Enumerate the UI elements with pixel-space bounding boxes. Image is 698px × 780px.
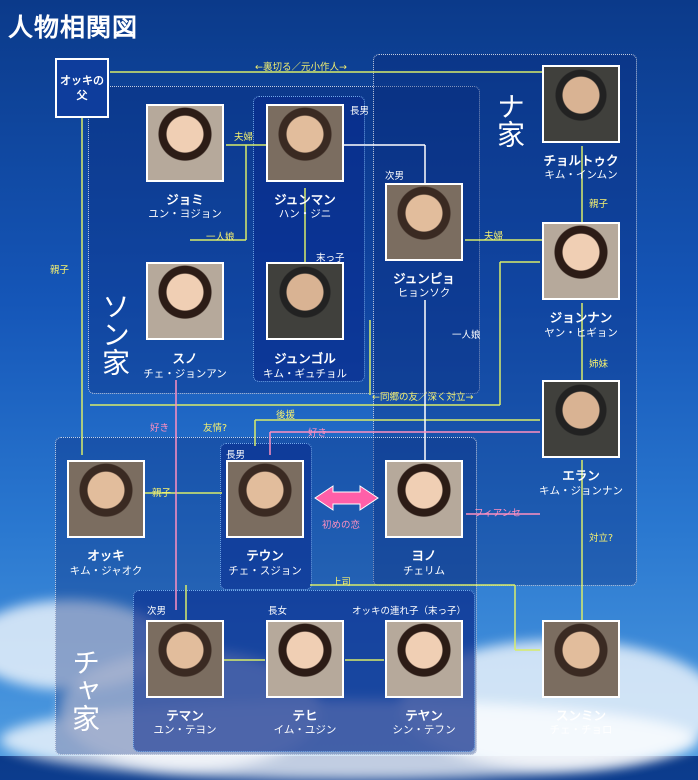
tehi-name: テヒ [292, 708, 318, 723]
jungol-actor: キム・ギュチョル [263, 368, 347, 380]
junman-name: ジュンマン [274, 192, 336, 207]
rel-couple1: 夫婦 [234, 132, 254, 143]
teun-name: テウン [246, 548, 284, 563]
yono-name: ヨノ [411, 548, 437, 563]
teyan-actor: シン・テフン [392, 724, 456, 736]
teun-photo[interactable] [226, 460, 304, 538]
teman-photo[interactable] [146, 620, 224, 698]
suno-photo[interactable] [146, 262, 224, 340]
eran-photo[interactable] [542, 380, 620, 458]
rel-sisters: 姉妹 [589, 359, 609, 370]
junman-photo[interactable] [266, 104, 344, 182]
rel-eldest-son2: 長男 [226, 450, 246, 461]
sunmin-actor: チェ・チョロ [549, 724, 613, 736]
yono-actor: チェリム [403, 565, 445, 577]
jonnan-name: ジョンナン [549, 310, 613, 325]
okki-father-box: オッキの父 [55, 58, 109, 118]
sunmin-name: スンミン [555, 708, 606, 723]
jomi-name: ジョミ [166, 192, 204, 207]
rel-hometown: ←同郷の友／深く対立→ [372, 392, 474, 403]
teman-name: テマン [166, 708, 204, 723]
okki-name: オッキ [87, 548, 125, 563]
rel-love1: 好き [150, 423, 170, 434]
rel-youngest-son: 末っ子 [316, 253, 345, 264]
yono-photo[interactable] [385, 460, 463, 538]
eran-actor: キム・ジョンナン [539, 485, 623, 497]
teman-actor: ユン・テヨン [153, 724, 217, 736]
rel-second-son2: 次男 [147, 606, 167, 617]
teyan-name: テヤン [405, 708, 443, 723]
sunmin-photo[interactable] [542, 620, 620, 698]
cha-family-label: チャ家 [68, 648, 101, 732]
jungol-name: ジュンゴル [274, 351, 336, 366]
rel-backer: 後援 [276, 410, 296, 421]
rel-love2: 好き [308, 428, 328, 439]
rel-stepchild: オッキの連れ子（末っ子） [352, 606, 467, 617]
rel-parent-child3: 親子 [152, 488, 172, 499]
rel-eldest-son: 長男 [350, 106, 370, 117]
junpyo-name: ジュンピョ [393, 271, 455, 286]
junpyo-actor: ヒョンソク [397, 287, 451, 299]
rel-parent-child1: 親子 [50, 265, 70, 276]
rel-second-son: 次男 [385, 171, 405, 182]
choltok-name: チョルトゥク [543, 153, 619, 168]
okki-photo[interactable] [67, 460, 145, 538]
son-family-label: ソン家 [98, 292, 131, 376]
choltok-actor: キム・インムン [544, 169, 618, 181]
relation-lines [81, 71, 583, 661]
junpyo-photo[interactable] [385, 183, 463, 261]
jungol-photo[interactable] [266, 262, 344, 340]
rel-eldest-daughter: 長女 [268, 606, 288, 617]
rel-parent-child2: 親子 [589, 199, 609, 210]
okki-actor: キム・ジャオク [69, 565, 143, 577]
teun-actor: チェ・スジョン [228, 565, 302, 577]
okki-father-label: オッキの父 [60, 74, 104, 102]
rel-boss: 上司 [332, 577, 352, 588]
jomi-actor: ユン・ヨジョン [148, 208, 222, 220]
junman-actor: ハン・ジニ [278, 208, 332, 220]
eran-name: エラン [562, 468, 600, 483]
rel-couple2: 夫婦 [484, 231, 504, 242]
rel-only-daughter2: 一人娘 [452, 330, 481, 341]
choltok-photo[interactable] [542, 65, 620, 143]
jomi-photo[interactable] [146, 104, 224, 182]
teyan-photo[interactable] [385, 620, 463, 698]
rel-friendship: 友情? [203, 423, 228, 434]
tehi-photo[interactable] [266, 620, 344, 698]
tehi-actor: イム・ユジン [273, 724, 337, 736]
jonnan-actor: ヤン・ヒギョン [544, 327, 618, 339]
suno-actor: チェ・ジョンアン [143, 368, 227, 380]
page-title: 人物相関図 [8, 13, 139, 42]
rel-fiance: フィアンセ [474, 508, 521, 519]
rel-only-daughter1: 一人娘 [206, 232, 235, 243]
rel-betrayed: ←裏切る／元小作人→ [255, 62, 347, 73]
first-love-arrow [314, 485, 379, 511]
na-family-label: ナ家 [493, 92, 526, 148]
jonnan-photo[interactable] [542, 222, 620, 300]
suno-name: スノ [172, 351, 198, 366]
rel-first-love: 初めの恋 [322, 520, 361, 531]
rel-rival: 対立? [589, 533, 614, 544]
